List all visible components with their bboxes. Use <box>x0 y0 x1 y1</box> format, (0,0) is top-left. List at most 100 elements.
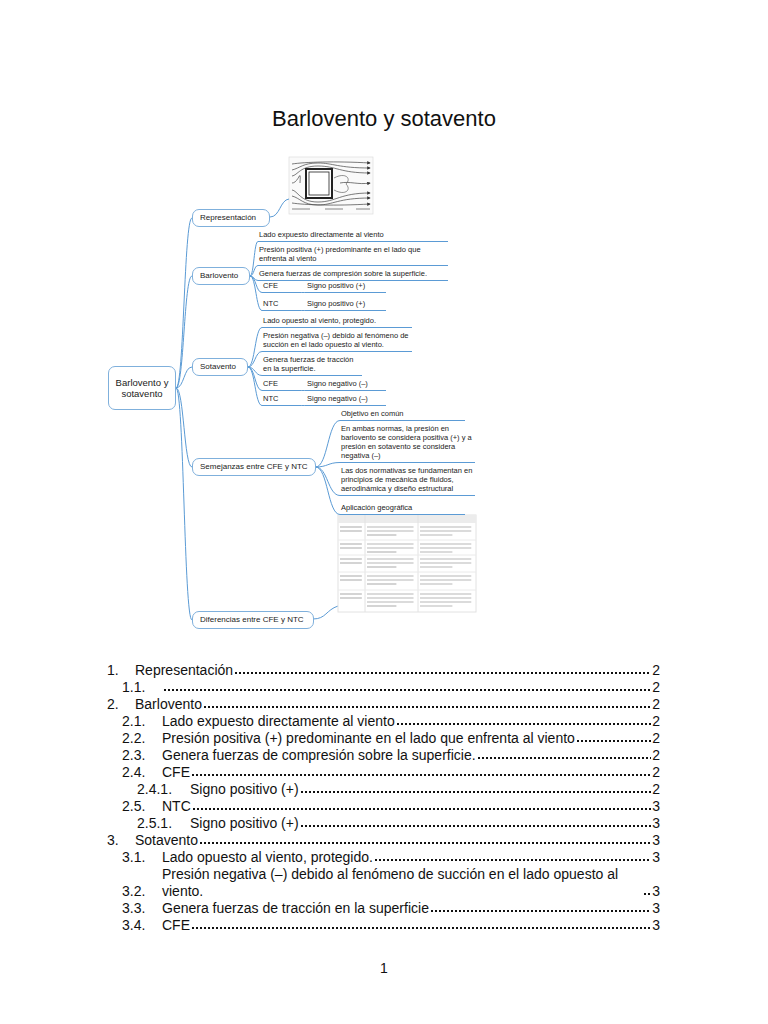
branch-connector <box>176 388 192 620</box>
leaf-text: Lado opuesto al viento, protegido. <box>263 316 411 325</box>
branch-box: Diferencias entre CFE y NTC <box>192 611 314 629</box>
toc-page: 2 <box>652 679 660 696</box>
branch-label: Sotavento <box>200 362 240 372</box>
branch-connector <box>316 463 340 468</box>
dot-leader <box>396 722 651 726</box>
toc-text: Lado expuesto directamente al viento <box>162 713 395 730</box>
dot-leader <box>234 671 651 675</box>
leaf-text: CFE <box>263 379 299 388</box>
toc-number: 3. <box>107 832 135 849</box>
toc-text: Sotavento <box>135 832 198 849</box>
leaf-text: Signo negativo (–) <box>307 379 385 388</box>
toc-text: Signo positivo (+) <box>190 781 299 798</box>
root-text-wrap: Barlovento y sotavento <box>113 377 171 399</box>
branch-label: Representación <box>200 213 262 223</box>
dot-leader <box>163 688 651 692</box>
branch-connector <box>250 276 262 311</box>
toc-number: 3.1. <box>122 849 162 866</box>
toc-page: 3 <box>652 832 660 849</box>
leaf-item: Las dos normativas se fundamentan en pri… <box>340 465 475 496</box>
toc-page: 2 <box>652 781 660 798</box>
comparison-table <box>338 515 476 612</box>
branch-connector <box>250 242 258 277</box>
toc-number: 2.4.1. <box>137 781 190 798</box>
leaf-text: Signo positivo (+) <box>307 281 385 290</box>
leaf-item: Lado expuesto directamente al viento <box>258 229 448 242</box>
dot-leader <box>199 841 651 845</box>
leaf-text: Objetivo en común <box>341 409 464 418</box>
branch-connector <box>176 276 192 388</box>
leaf-text: Presión positiva (+) predominante en el … <box>259 245 447 263</box>
leaf-text: NTC <box>263 299 299 308</box>
toc-page: 2 <box>652 764 660 781</box>
leaf-text: Las dos normativas se fundamentan en pri… <box>341 466 474 493</box>
branch-connector <box>176 218 192 388</box>
toc-text: CFE <box>162 917 190 934</box>
toc-number: 3.3. <box>122 900 162 917</box>
toc-page: 3 <box>652 917 660 934</box>
leaf-item: Genera fuerzas de tracción en la superfi… <box>262 354 362 376</box>
toc-text: Genera fuerzas de compresión sobre la su… <box>162 747 476 764</box>
dot-leader <box>300 790 652 794</box>
flow-illustration <box>289 157 373 214</box>
table-of-contents: 1.Representación21.1.22.Barlovento22.1.L… <box>0 662 660 934</box>
leaf-text: Lado expuesto directamente al viento <box>259 230 447 239</box>
toc-entry: 2.3.Genera fuerzas de compresión sobre l… <box>0 747 660 764</box>
toc-text: Representación <box>135 662 233 679</box>
leaf-item: Signo positivo (+) <box>306 280 386 293</box>
root-box: Barlovento y sotavento <box>108 366 176 410</box>
toc-text: Genera fuerzas de tracción en la superfi… <box>162 900 429 917</box>
toc-page: 3 <box>652 883 660 900</box>
toc-entry: 3.3.Genera fuerzas de tracción en la sup… <box>0 900 660 917</box>
leaf-item: Signo negativo (–) <box>306 378 386 391</box>
toc-number: 3.4. <box>122 917 162 934</box>
branch-connector <box>316 467 340 515</box>
branch-label: Semejanzas entre CFE y NTC <box>200 462 308 472</box>
leaf-item: Lado opuesto al viento, protegido. <box>262 315 412 328</box>
toc-number: 2.5.1. <box>137 815 190 832</box>
branch-connector <box>316 421 340 468</box>
dot-leader <box>576 739 651 743</box>
dot-leader <box>191 773 651 777</box>
leaf-item: Aplicación geográfica <box>340 502 465 515</box>
branch-connector <box>250 276 262 293</box>
toc-entry: 3.2.Presión negativa (–) debido al fenóm… <box>0 866 660 900</box>
toc-entry: 2.5.1.Signo positivo (+)3 <box>0 815 660 832</box>
toc-number: 1.1. <box>122 679 162 696</box>
dot-leader <box>191 926 651 930</box>
toc-page: 2 <box>652 696 660 713</box>
leaf-text: Aplicación geográfica <box>341 503 464 512</box>
toc-page: 2 <box>652 662 660 679</box>
dot-leader <box>374 858 651 862</box>
toc-number: 2.5. <box>122 798 162 815</box>
toc-page: 2 <box>652 713 660 730</box>
toc-text: Lado opuesto al viento, protegido. <box>162 849 373 866</box>
leaf-item: Objetivo en común <box>340 408 465 421</box>
toc-entry: 2.Barlovento2 <box>0 696 660 713</box>
leaf-item: CFE <box>262 280 300 293</box>
toc-entry: 2.4.1.Signo positivo (+) 2 <box>0 781 660 798</box>
leaf-item: En ambas normas, la presión en barlovent… <box>340 423 475 463</box>
toc-text: Barlovento <box>135 696 202 713</box>
leaf-text: Signo positivo (+) <box>307 299 385 308</box>
leaf-text: Signo negativo (–) <box>307 394 385 403</box>
leaf-item: CFE <box>262 378 300 391</box>
toc-entry: 2.1.Lado expuesto directamente al viento… <box>0 713 660 730</box>
leaf-text: NTC <box>263 394 299 403</box>
dot-leader <box>477 756 652 760</box>
page-title: Barlovento y sotavento <box>0 106 768 132</box>
toc-entry: 2.4.CFE2 <box>0 764 660 781</box>
leaf-item: NTC <box>262 393 300 406</box>
toc-text: Signo positivo (+) <box>190 815 299 832</box>
leaf-text: CFE <box>263 281 299 290</box>
branch-box: Barlovento <box>192 267 250 285</box>
branch-connector <box>176 367 192 388</box>
toc-page: 3 <box>652 849 660 866</box>
leaf-item: Signo negativo (–) <box>306 393 386 406</box>
branch-box: Semejanzas entre CFE y NTC <box>192 458 316 476</box>
branch-connector <box>248 352 262 368</box>
dot-leader <box>203 705 651 709</box>
toc-number: 2.3. <box>122 747 162 764</box>
leaf-item: Presión negativa (–) debido al fenómeno … <box>262 330 412 352</box>
